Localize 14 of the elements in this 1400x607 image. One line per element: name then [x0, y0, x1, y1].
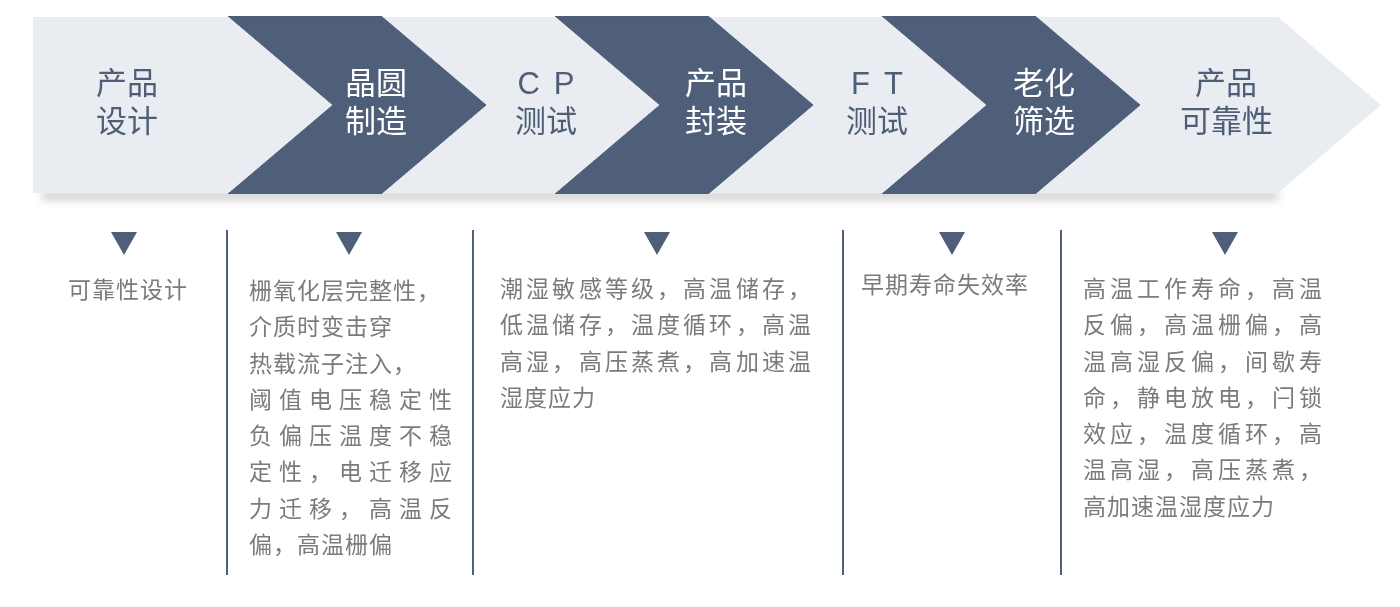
- step-label: 产品设计: [96, 65, 158, 141]
- chevron-step: [228, 16, 486, 194]
- step-label: 产品可靠性: [1179, 65, 1273, 141]
- description-text: 潮湿敏感等级，高温储存，低温储存，温度循环，高温高湿，高压蒸煮，高加速温湿度应力: [500, 275, 812, 413]
- step-label: 晶圆制造: [345, 65, 407, 141]
- description-text: 早期寿命失效率: [861, 271, 1029, 300]
- description-text: 高温工作寿命，高温反偏，高温栅偏，高温高湿反偏，间歇寿命，静电放电，闩锁效应，温度循环，高温高湿，高压蒸煮，高加速温湿度应力: [1083, 275, 1323, 522]
- chevron-step: [33, 17, 333, 193]
- description-text: 可靠性设计: [68, 276, 188, 305]
- step-label: CP测试: [514, 65, 589, 141]
- step-label: FT测试: [845, 65, 917, 141]
- description-text: 栅氧化层完整性，介质时变击穿热载流子注入，阈值电压稳定性负偏压温度不稳定性，电迁移应力迁移，高温反偏，高温栅偏: [249, 277, 453, 561]
- step-label: 产品封装: [685, 65, 747, 141]
- step-label: 老化筛选: [1013, 65, 1075, 141]
